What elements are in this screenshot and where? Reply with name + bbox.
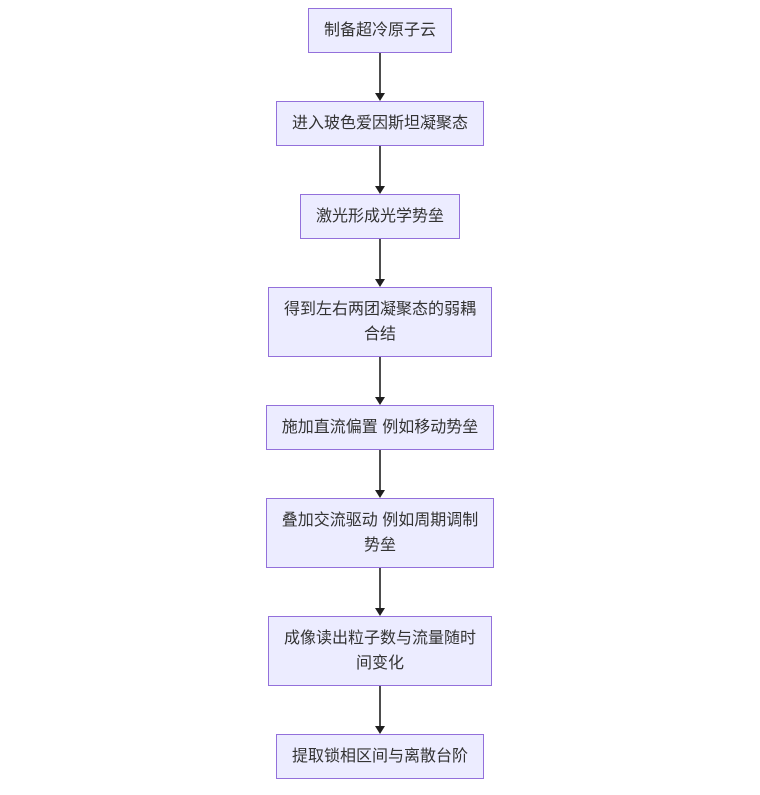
node-label: 制备超冷原子云 [323,22,436,39]
arrow-down-icon [375,490,385,498]
flow-node-2: 进入玻色爱因斯坦凝聚态 [275,101,484,146]
node-label: 施加直流偏置 例如移动势垒 [281,419,479,436]
flow-node-6: 叠加交流驱动 例如周期调制 势垒 [265,498,495,568]
flow-node-1: 制备超冷原子云 [307,8,452,53]
node-label: 激光形成光学势垒 [315,208,444,225]
flow-arrow [373,357,387,405]
node-label: 得到左右两团凝聚态的弱耦 合结 [283,301,476,343]
flow-arrow [373,53,387,101]
node-label: 进入玻色爱因斯坦凝聚态 [291,115,468,132]
flow-arrow [373,686,387,734]
arrow-line [379,450,381,490]
arrow-down-icon [375,608,385,616]
node-label: 叠加交流驱动 例如周期调制 势垒 [281,512,479,554]
arrow-down-icon [375,93,385,101]
flow-arrow [373,568,387,616]
flow-node-8: 提取锁相区间与离散台阶 [275,734,484,779]
flow-arrow [373,239,387,287]
arrow-down-icon [375,279,385,287]
flow-arrow [373,450,387,498]
arrow-line [379,686,381,726]
arrow-down-icon [375,397,385,405]
flow-node-5: 施加直流偏置 例如移动势垒 [265,405,495,450]
flow-node-4: 得到左右两团凝聚态的弱耦 合结 [267,287,492,357]
arrow-line [379,568,381,608]
flow-node-7: 成像读出粒子数与流量随时 间变化 [267,616,492,686]
arrow-down-icon [375,726,385,734]
node-label: 成像读出粒子数与流量随时 间变化 [283,630,476,672]
flow-arrow [373,146,387,194]
arrow-line [379,357,381,397]
arrow-line [379,239,381,279]
arrow-line [379,146,381,186]
flow-node-3: 激光形成光学势垒 [299,194,460,239]
arrow-down-icon [375,186,385,194]
arrow-line [379,53,381,93]
node-label: 提取锁相区间与离散台阶 [291,748,468,765]
